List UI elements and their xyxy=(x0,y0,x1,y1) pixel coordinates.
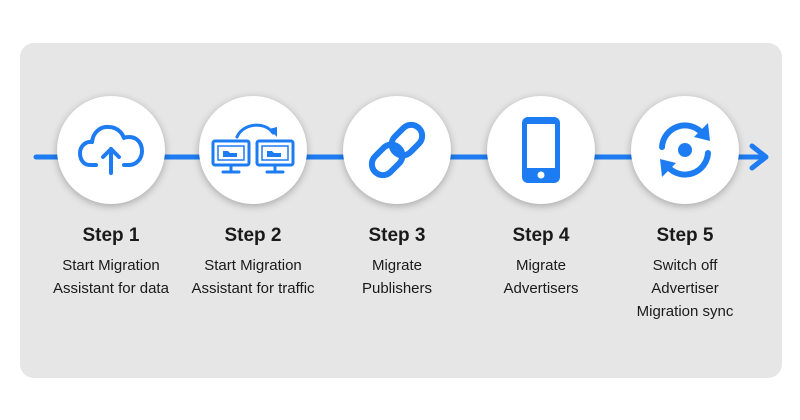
monitor-transfer-icon xyxy=(211,123,295,174)
step-3-circle xyxy=(343,96,451,204)
step-1-circle xyxy=(57,96,165,204)
step-2-line-1: Start Migration xyxy=(204,257,302,274)
step-4-description: Migrate Advertisers xyxy=(461,254,621,300)
step-1-title: Step 1 xyxy=(82,225,140,246)
step-1-line-1: Start Migration xyxy=(62,257,160,274)
step-1-description: Start Migration Assistant for data xyxy=(31,254,191,300)
smartphone-icon xyxy=(522,117,560,183)
link-icon xyxy=(368,121,426,179)
step-2: Step 2 Start Migration Assistant for tra… xyxy=(173,96,333,300)
step-4-title: Step 4 xyxy=(512,225,570,246)
step-5-line-2: Advertiser xyxy=(651,280,719,297)
step-1-line-2: Assistant for data xyxy=(53,280,169,297)
step-5-circle xyxy=(631,96,739,204)
step-3-description: Migrate Publishers xyxy=(317,254,477,300)
step-2-description: Start Migration Assistant for traffic xyxy=(173,254,333,300)
step-5-description: Switch off Advertiser Migration sync xyxy=(605,254,765,323)
step-3-line-1: Migrate xyxy=(371,257,423,274)
cloud-upload-icon xyxy=(78,124,144,175)
step-5-line-3: Migration sync xyxy=(636,303,734,320)
step-1: Step 1 Start Migration Assistant for dat… xyxy=(31,96,191,300)
step-2-circle xyxy=(199,96,307,204)
step-4-line-1: Migrate xyxy=(515,257,567,274)
step-2-line-2: Assistant for traffic xyxy=(191,280,315,297)
step-4: Step 4 Migrate Advertisers xyxy=(461,96,621,300)
step-4-line-2: Advertisers xyxy=(503,280,579,297)
step-5: Step 5 Switch off Advertiser Migration s… xyxy=(605,96,765,323)
step-3: Step 3 Migrate Publishers xyxy=(317,96,477,300)
step-3-line-2: Publishers xyxy=(361,280,433,297)
step-2-title: Step 2 xyxy=(224,225,282,246)
step-3-title: Step 3 xyxy=(368,225,426,246)
step-5-line-1: Switch off xyxy=(652,257,718,274)
step-4-circle xyxy=(487,96,595,204)
sync-icon xyxy=(659,122,711,178)
step-5-title: Step 5 xyxy=(656,225,714,246)
